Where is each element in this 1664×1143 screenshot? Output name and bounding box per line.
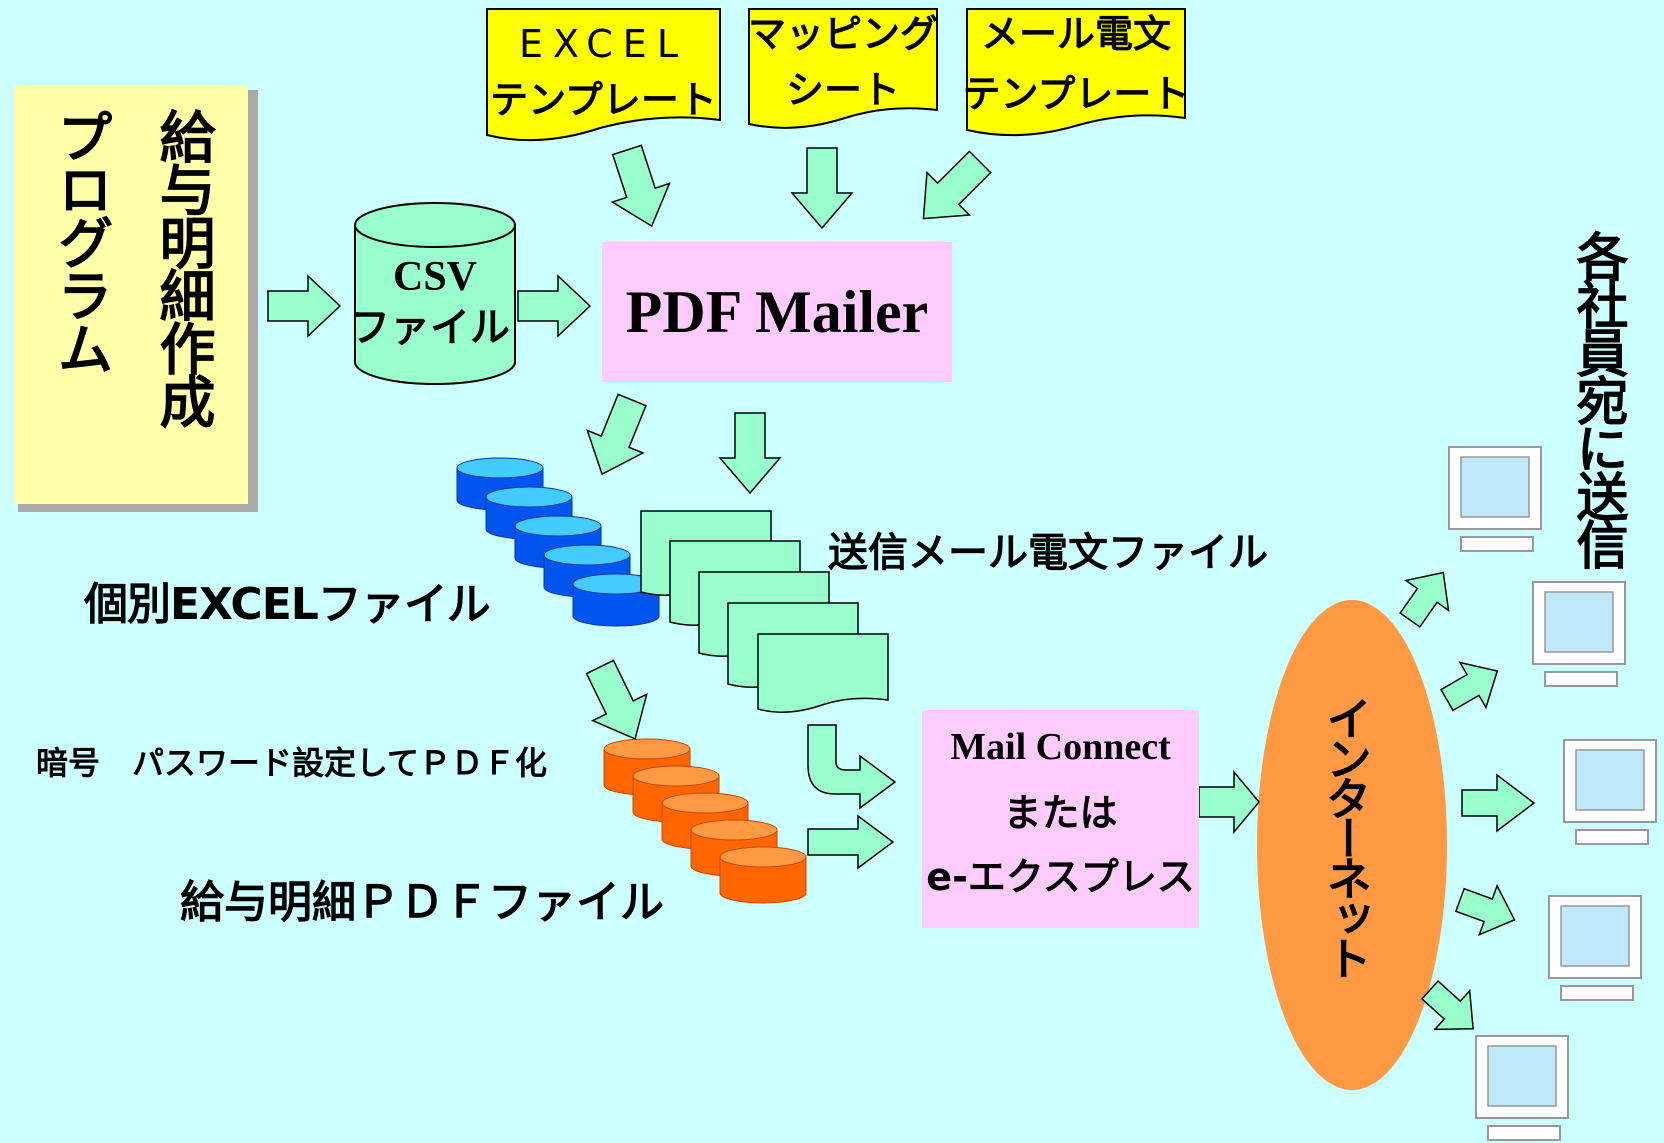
mail-connect-eexpress: e-エクスプレス [926, 855, 1195, 899]
encrypt-label: 暗号 パスワード設定してＰＤＦ化 [36, 744, 548, 782]
program-title-line2: プログラム [48, 108, 113, 373]
pdf-file-disks [603, 738, 807, 904]
arrow-icon [586, 393, 647, 476]
template-mapping-line2: シート [785, 68, 900, 112]
arrow-icon [1454, 883, 1516, 937]
arrow-icon [585, 659, 648, 740]
arrow-icon [922, 150, 992, 220]
pdf-mailer-box: PDF Mailer [602, 242, 952, 382]
csv-sublabel: ファイル [350, 305, 510, 351]
pc-monitor-icon [1563, 739, 1657, 845]
arrow-icon [1420, 980, 1474, 1031]
mail-connect-box: Mail Connect または e-エクスプレス [922, 710, 1199, 928]
excel-file-disks [456, 457, 660, 627]
template-doc-mail [966, 8, 1186, 137]
send-label: 各社員宛に送信 [1567, 230, 1627, 566]
csv-cylinder [354, 202, 516, 385]
template-excel-line1: EXCEL [519, 22, 688, 66]
template-mapping: マッピング シート [744, 10, 942, 120]
internet-ellipse [1257, 600, 1447, 1090]
pc-monitor-icon [1532, 581, 1626, 687]
arrow-icon [1461, 773, 1536, 833]
pdf-file-label: 給与明細ＰＤＦファイル [180, 877, 664, 928]
template-mail-line2: テンプレート [962, 72, 1190, 116]
template-excel: EXCEL テンプレート [487, 18, 720, 128]
pdf-mailer-title: PDF Mailer [625, 278, 929, 345]
mail-file-label: 送信メール電文ファイル [828, 530, 1268, 576]
arrow-icon [807, 724, 897, 810]
arrow-icon [807, 814, 895, 870]
excel-file-label: 個別EXCELファイル [84, 579, 491, 630]
arrow-icon [718, 412, 782, 495]
program-title-line1: 給与明細作成 [150, 108, 215, 426]
pc-monitor-icon [1548, 895, 1642, 1001]
mail-file-stack [640, 510, 889, 713]
template-mail-line1: メール電文 [980, 12, 1171, 56]
csv-label: CSV [392, 254, 478, 300]
arrow-icon [1439, 661, 1499, 712]
template-doc-mapping [748, 8, 938, 129]
arrow-icon [1198, 769, 1260, 835]
program-box: 給与明細作成 プログラム [14, 86, 248, 504]
template-excel-line2: テンプレート [490, 78, 717, 122]
arrow-icon [517, 274, 592, 338]
mail-connect-title: Mail Connect [950, 726, 1171, 768]
arrow-icon [610, 144, 671, 228]
template-mail: メール電文 テンプレート [960, 10, 1192, 120]
pc-monitor-icon [1475, 1035, 1569, 1141]
pc-monitor-icon [1448, 446, 1542, 552]
internet-label: インターネット [1319, 695, 1373, 975]
arrow-icon [1399, 571, 1450, 628]
arrow-icon [267, 274, 342, 338]
mail-connect-or: または [1003, 791, 1118, 835]
csv-file: CSV ファイル [350, 252, 515, 354]
template-mapping-line1: マッピング [747, 12, 938, 56]
template-doc-excel [486, 8, 721, 142]
arrow-icon [790, 147, 854, 230]
